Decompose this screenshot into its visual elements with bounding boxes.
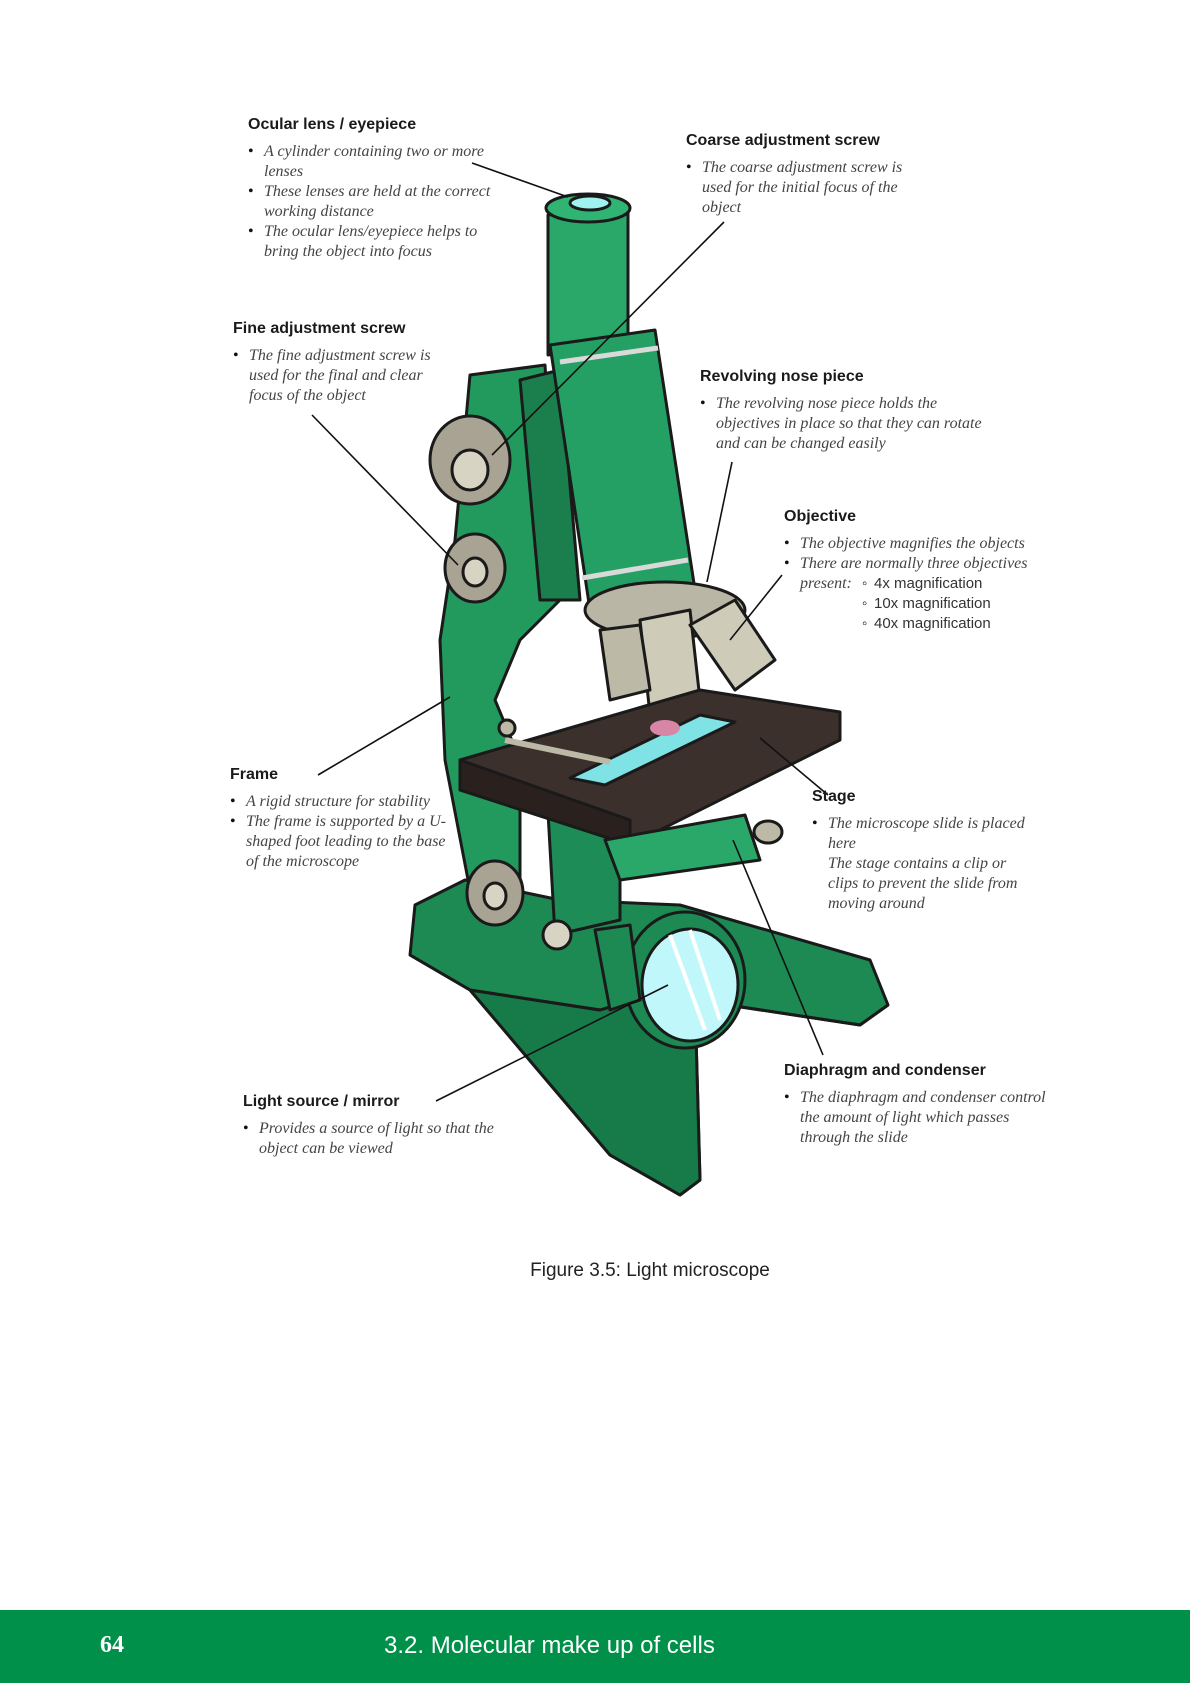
ocular-lens-title: Ocular lens / eyepiece (248, 116, 417, 133)
magnification-item: 4x magnification (862, 574, 991, 594)
magnification-item: 10x magnification (862, 594, 991, 614)
leader-lines (311, 162, 829, 1102)
fine-adjustment-title: Fine adjustment screw (233, 320, 406, 337)
figure-caption: Figure 3.5: Light microscope (530, 1260, 770, 1281)
diaphragm-item: The diaphragm and condenser control the … (784, 1088, 1054, 1148)
coarse-adjustment-item: The coarse adjustment screw is used for … (686, 158, 916, 218)
stage (458, 688, 842, 847)
nose-piece (583, 580, 777, 717)
label-coarse-adjustment: Coarse adjustment screw The coarse adjus… (686, 132, 916, 218)
light-source-title: Light source / mirror (243, 1093, 400, 1110)
diaphragm-title: Diaphragm and condenser (784, 1062, 986, 1079)
body-tube (544, 192, 697, 612)
stage-title: Stage (812, 788, 856, 805)
ocular-lens-item: The ocular lens/eyepiece helps to bring … (248, 222, 508, 262)
objective-present-row: present: 4x magnification 10x magnificat… (784, 574, 1059, 634)
objective-item: There are normally three objectives (784, 554, 1059, 574)
ocular-lens-item: A cylinder containing two or more lenses (248, 142, 508, 182)
ocular-lens-item: These lenses are held at the correct wor… (248, 182, 508, 222)
frame-item: A rigid structure for stability (230, 792, 460, 812)
label-objective: Objective The objective magnifies the ob… (784, 508, 1059, 634)
stage-item: The microscope slide is placed here (812, 814, 1032, 854)
page-number: 64 (100, 1632, 124, 1658)
objective-item: The objective magnifies the objects (784, 534, 1059, 554)
frame-title: Frame (230, 766, 279, 783)
foot (408, 878, 890, 1197)
label-frame: Frame A rigid structure for stability Th… (230, 766, 460, 872)
light-source-item: Provides a source of light so that the o… (243, 1119, 508, 1159)
label-ocular-lens: Ocular lens / eyepiece A cylinder contai… (248, 116, 508, 262)
stage-extra: The stage contains a clip or clips to pr… (828, 855, 1018, 912)
frame-item: The frame is supported by a U-shaped foo… (230, 812, 460, 872)
fine-adjustment-item: The fine adjustment screw is used for th… (233, 346, 453, 406)
microscope-illustration (408, 192, 890, 1197)
section-title: 3.2. Molecular make up of cells (384, 1632, 715, 1659)
objective-title: Objective (784, 508, 857, 525)
magnification-item: 40x magnification (862, 614, 991, 634)
label-light-source: Light source / mirror Provides a source … (243, 1093, 508, 1159)
objective-present: present: (800, 575, 852, 592)
page-footer: 64 3.2. Molecular make up of cells (0, 1610, 1190, 1683)
condenser (603, 813, 784, 882)
coarse-adjustment-title: Coarse adjustment screw (686, 132, 880, 149)
mirror (541, 910, 747, 1050)
nose-piece-title: Revolving nose piece (700, 368, 864, 385)
label-stage: Stage The microscope slide is placed her… (812, 788, 1032, 914)
label-diaphragm-condenser: Diaphragm and condenser The diaphragm an… (784, 1062, 1054, 1148)
label-revolving-nose-piece: Revolving nose piece The revolving nose … (700, 368, 990, 454)
adjustment-knobs (428, 414, 525, 927)
nose-piece-item: The revolving nose piece holds the objec… (700, 394, 990, 454)
label-fine-adjustment: Fine adjustment screw The fine adjustmen… (233, 320, 453, 406)
magnification-list: 4x magnification 10x magnification 40x m… (862, 574, 991, 634)
